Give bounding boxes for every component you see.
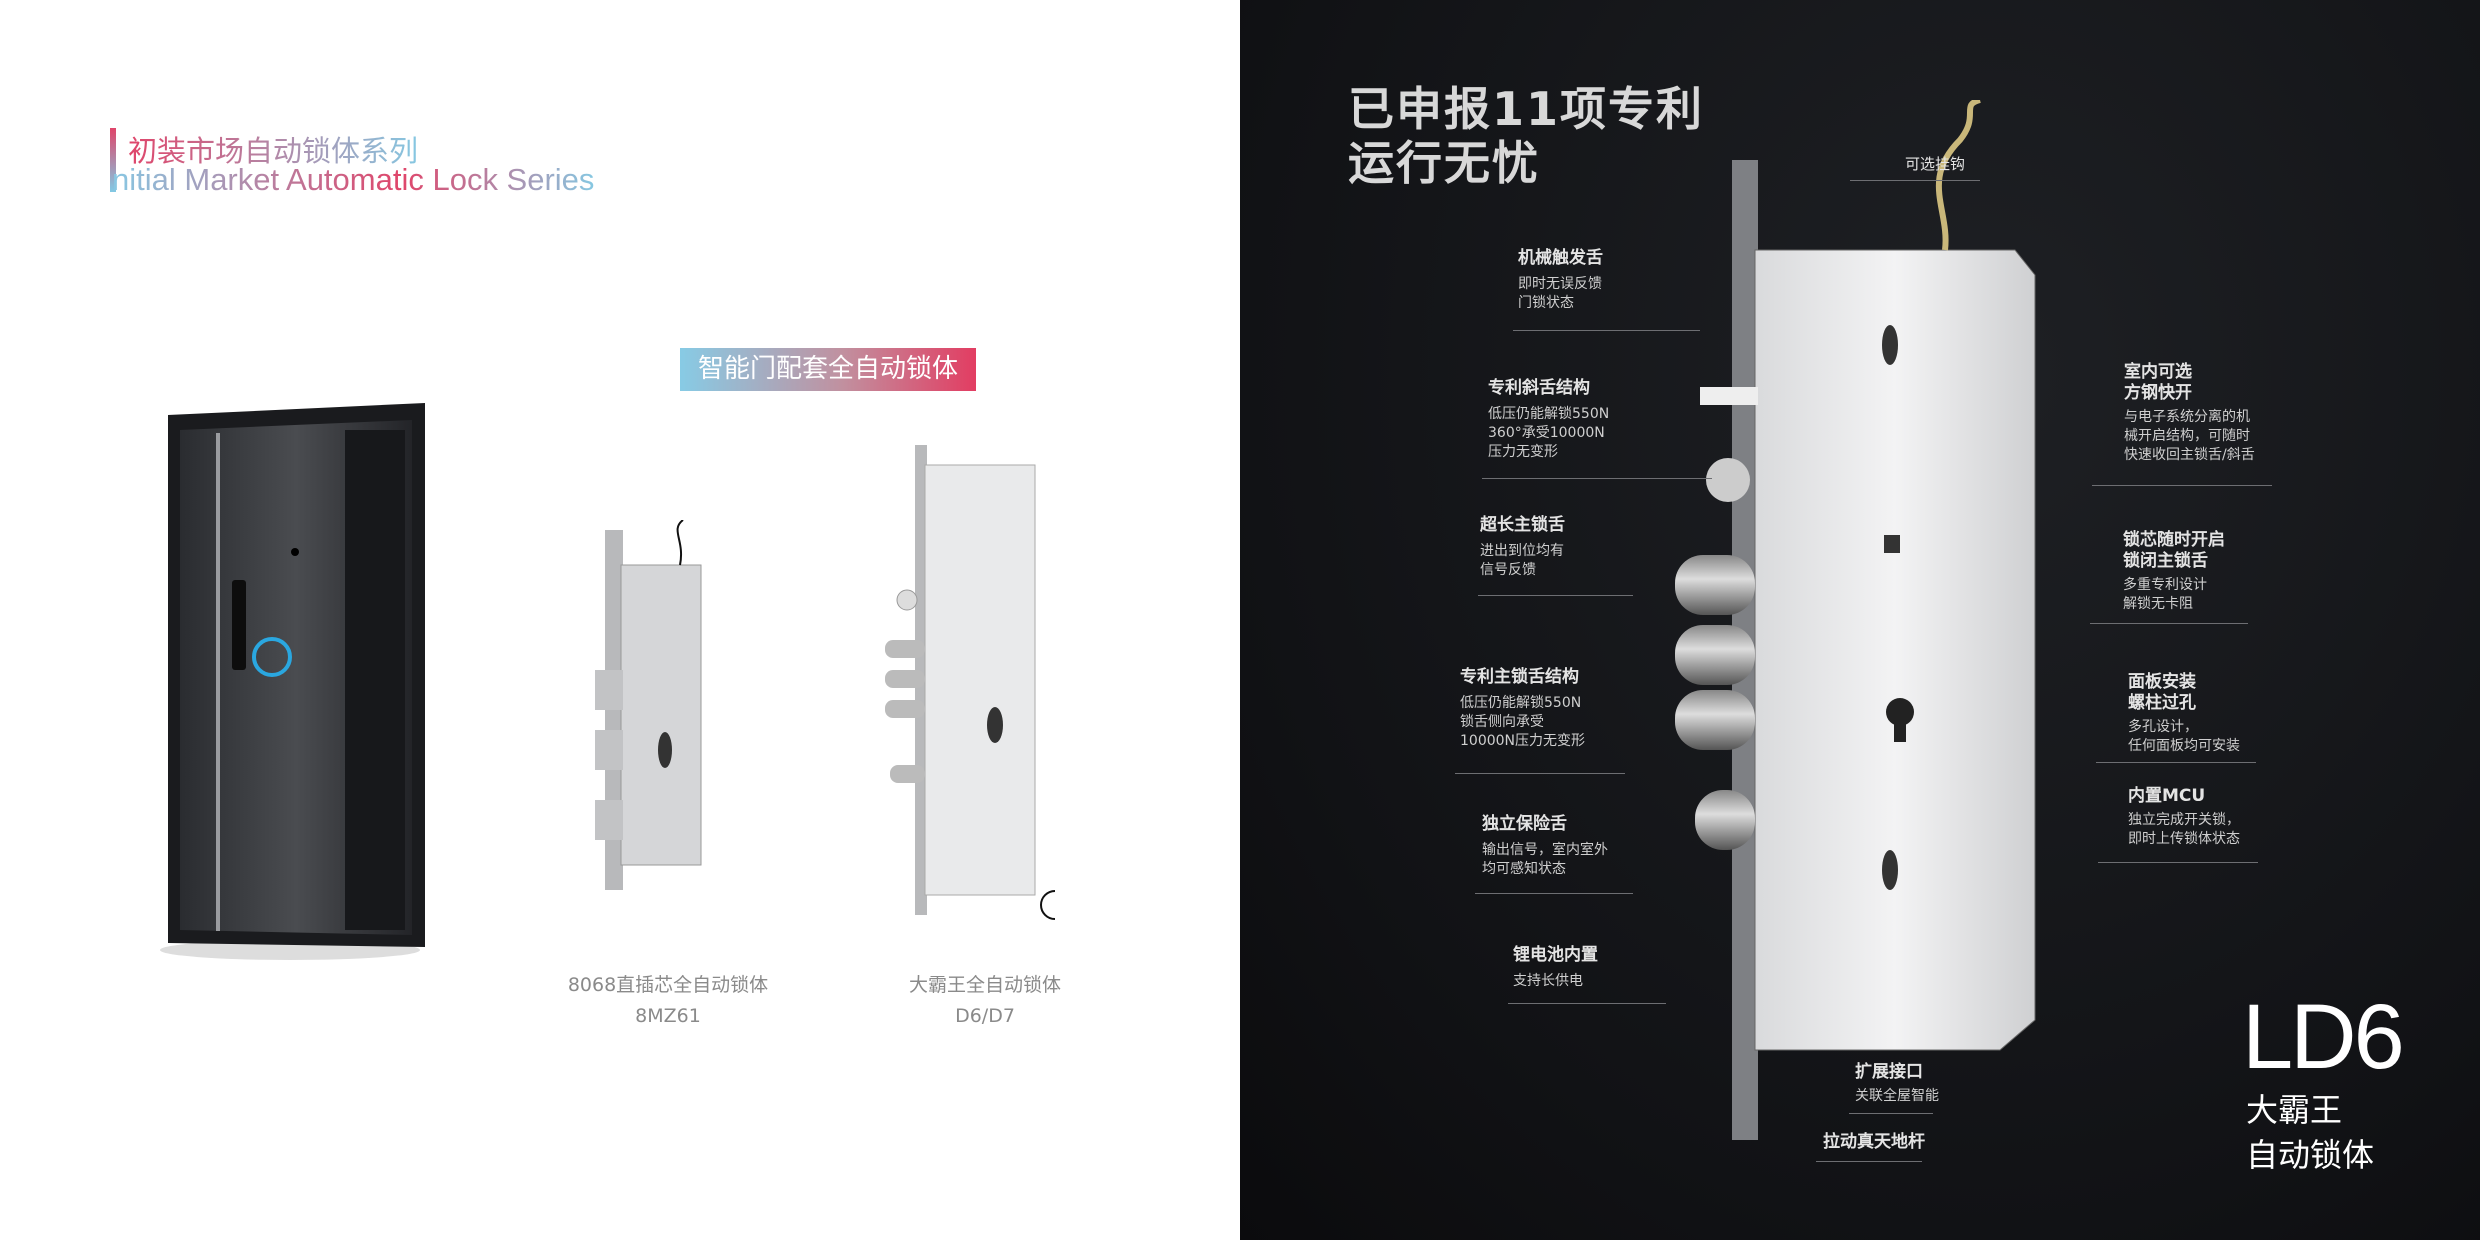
feature-desc: 即时上传锁体状态: [2128, 831, 2240, 847]
feature-quick-open: 室内可选 方钢快开 与电子系统分离的机 械开启结构，可随时 快速收回主锁舌/斜舌: [2124, 362, 2255, 465]
leader-line: [1482, 478, 1712, 479]
leader-line: [1478, 595, 1633, 596]
leader-line: [2098, 862, 2258, 863]
leader-line: [1455, 773, 1625, 774]
feature-title: 独立保险舌: [1482, 814, 1567, 834]
feature-title: 锁芯随时开启: [2123, 530, 2225, 550]
ld6-lock-image: [1675, 100, 2036, 1140]
feature-desc: 均可感知状态: [1482, 861, 1566, 877]
product-model-2: D6/D7: [955, 1005, 1015, 1027]
feature-title: 螺柱过孔: [2128, 693, 2196, 713]
feature-desc: 多重专利设计: [2123, 577, 2207, 593]
feature-title: 机械触发舌: [1518, 248, 1603, 268]
feature-title: 方钢快开: [2124, 383, 2192, 403]
headline: 已申报11项专利 运行无忧: [1348, 82, 1704, 190]
feature-title: 面板安装: [2128, 672, 2196, 692]
lock-d6-image: [885, 445, 1055, 920]
feature-desc: 信号反馈: [1480, 562, 1536, 578]
feature-title: 专利斜舌结构: [1488, 378, 1590, 398]
leader-line: [1508, 1003, 1666, 1004]
feature-title: 锁闭主锁舌: [2123, 551, 2208, 571]
feature-panel-mount: 面板安装 螺柱过孔 多孔设计， 任何面板均可安装: [2128, 672, 2240, 756]
feature-title: 扩展接口: [1855, 1062, 1923, 1082]
leader-line: [1849, 1113, 1933, 1114]
feature-desc: 快速收回主锁舌/斜舌: [2124, 447, 2255, 463]
feature-long-bolt: 超长主锁舌 进出到位均有 信号反馈: [1480, 515, 1565, 580]
left-panel: 初装市场自动锁体系列 nitial Market Automatic Lock …: [110, 128, 1061, 1027]
feature-desc: 门锁状态: [1518, 295, 1574, 311]
headline-line1: 已申报11项专利: [1348, 82, 1705, 136]
feature-title: 超长主锁舌: [1480, 515, 1565, 535]
leader-line: [2096, 762, 2256, 763]
feature-expansion-port: 扩展接口 关联全屋智能: [1855, 1062, 1939, 1106]
leader-line: [1513, 330, 1700, 331]
feature-title: 室内可选: [2124, 362, 2192, 382]
leader-line: [2090, 623, 2248, 624]
feature-desc: 低压仍能解锁550N: [1460, 695, 1582, 711]
feature-desc: 与电子系统分离的机: [2124, 409, 2250, 425]
product-name-1: 8068直插芯全自动锁体: [567, 974, 769, 996]
feature-main-bolt-structure: 专利主锁舌结构 低压仍能解锁550N 锁舌侧向承受 10000N压力无变形: [1460, 667, 1585, 751]
feature-cylinder-open: 锁芯随时开启 锁闭主锁舌 多重专利设计 解锁无卡阻: [2123, 530, 2225, 614]
feature-desc: 即时无误反馈: [1518, 276, 1602, 292]
feature-desc: 关联全屋智能: [1855, 1088, 1939, 1104]
hook-leader-line: [1850, 180, 1980, 181]
feature-desc: 支持长供电: [1513, 973, 1583, 989]
product-model-1: 8MZ61: [635, 1005, 701, 1027]
feature-desc: 独立完成开关锁，: [2128, 812, 2240, 828]
series-title-cn: 初装市场自动锁体系列: [128, 128, 418, 170]
feature-desc: 360°承受10000N: [1488, 425, 1605, 441]
door-image: [160, 403, 425, 960]
feature-desc: 械开启结构，可随时: [2124, 428, 2250, 444]
lock-8mz61-image: [595, 520, 702, 890]
feature-desc: 任何面板均可安装: [2128, 738, 2240, 754]
feature-latch-structure: 专利斜舌结构 低压仍能解锁550N 360°承受10000N 压力无变形: [1488, 378, 1609, 462]
model-name: LD6: [2242, 986, 2405, 1088]
headline-line2: 运行无忧: [1348, 136, 1540, 190]
accent-bar: [110, 128, 116, 192]
feature-title: 专利主锁舌结构: [1460, 667, 1579, 687]
feature-desc: 解锁无卡阻: [2123, 596, 2193, 612]
category-badge: 智能门配套全自动锁体: [680, 348, 976, 391]
model-sub2: 自动锁体: [2246, 1136, 2375, 1174]
leader-line: [1816, 1161, 1922, 1162]
feature-desc: 压力无变形: [1488, 444, 1558, 460]
feature-desc: 进出到位均有: [1480, 543, 1564, 559]
series-title-en: nitial Market Automatic Lock Series: [112, 162, 595, 197]
feature-desc: 输出信号，室内室外: [1482, 842, 1608, 858]
feature-desc: 10000N压力无变形: [1460, 733, 1586, 749]
feature-desc: 多孔设计，: [2128, 719, 2198, 735]
hook-label: 可选挂钩: [1905, 155, 1966, 173]
model-sub1: 大霸王: [2246, 1091, 2343, 1129]
feature-rod: 拉动真天地杆: [1823, 1132, 1925, 1152]
feature-trigger-latch: 机械触发舌 即时无误反馈 门锁状态: [1518, 248, 1603, 313]
feature-deadbolt: 独立保险舌 输出信号，室内室外 均可感知状态: [1482, 814, 1608, 879]
product-name-2: 大霸王全自动锁体: [908, 974, 1061, 996]
feature-desc: 锁舌侧向承受: [1460, 714, 1544, 730]
feature-mcu: 内置MCU 独立完成开关锁， 即时上传锁体状态: [2128, 786, 2240, 849]
feature-title: 内置MCU: [2128, 786, 2206, 806]
leader-line: [1475, 893, 1633, 894]
leader-line: [2092, 485, 2272, 486]
feature-desc: 低压仍能解锁550N: [1488, 406, 1610, 422]
feature-battery: 锂电池内置 支持长供电: [1513, 945, 1598, 991]
feature-title: 锂电池内置: [1513, 945, 1598, 965]
